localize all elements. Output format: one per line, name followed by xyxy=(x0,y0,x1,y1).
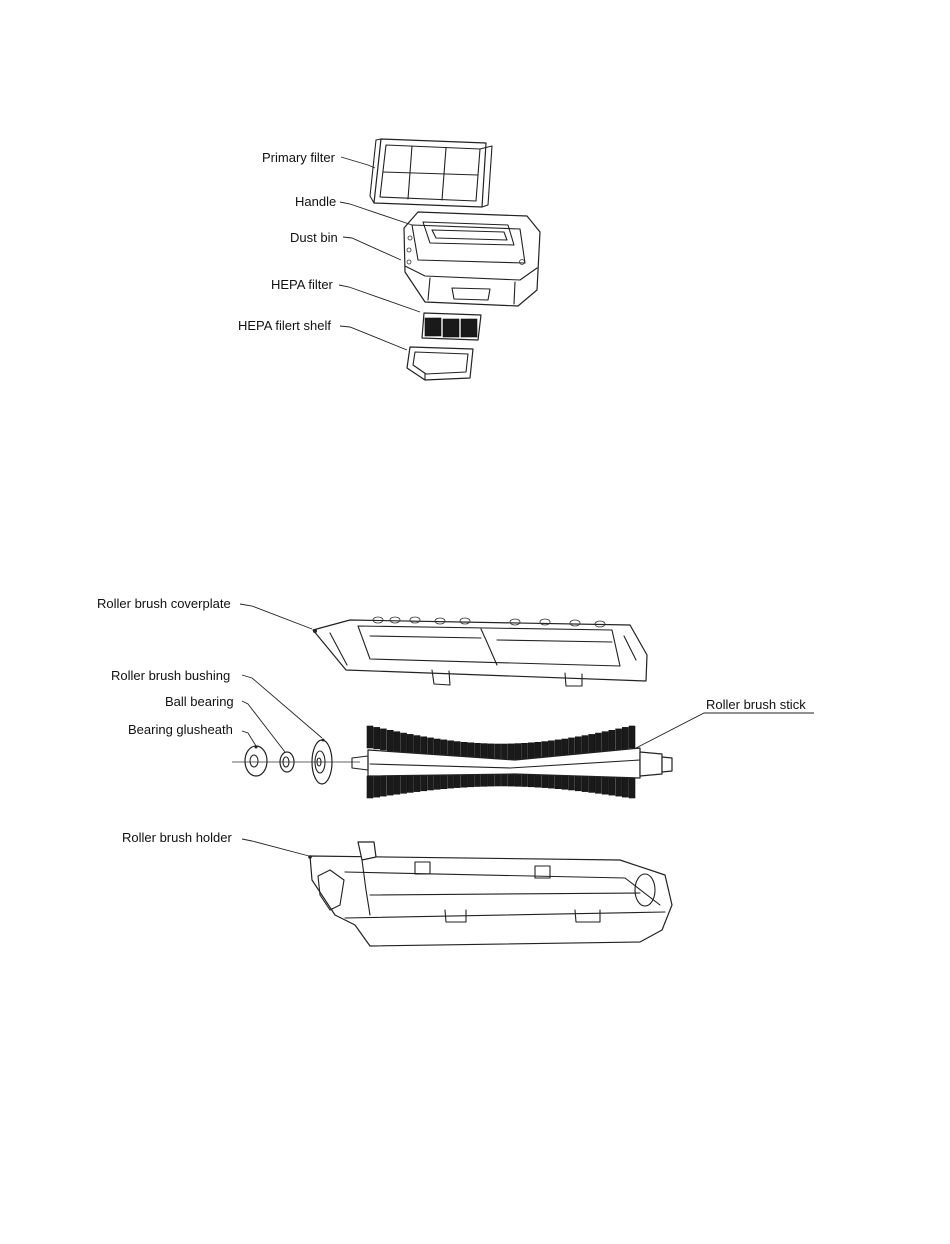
bristle-upper xyxy=(394,732,400,752)
leader-hepa-filter xyxy=(339,285,420,312)
bristle-lower xyxy=(629,776,635,798)
bristle-upper xyxy=(374,727,380,749)
bristle-upper xyxy=(609,730,615,751)
bristle-upper xyxy=(522,743,528,759)
label-roller-brush-coverplate: Roller brush coverplate xyxy=(97,596,231,611)
bristle-upper xyxy=(407,734,413,753)
roller-brush-stick-part xyxy=(352,726,672,798)
bristle-upper xyxy=(428,738,434,756)
bristle-upper xyxy=(367,726,373,748)
label-bearing-glusheath: Bearing glusheath xyxy=(128,722,233,737)
bristle-upper xyxy=(629,726,635,748)
leader-stick xyxy=(636,713,814,748)
bristle-upper xyxy=(542,742,548,759)
leader-ball-bearing xyxy=(242,701,285,752)
leader-hepa-filter-shelf xyxy=(340,326,407,350)
bristle-upper xyxy=(401,733,407,753)
bristle-upper xyxy=(380,729,386,750)
primary-filter-part xyxy=(370,139,492,207)
bristle-upper xyxy=(535,742,541,759)
bristle-upper xyxy=(414,736,420,755)
label-hepa-filter: HEPA filter xyxy=(271,277,334,292)
bristle-upper xyxy=(495,744,501,760)
bristle-upper xyxy=(528,743,534,759)
label-primary-filter: Primary filter xyxy=(262,150,336,165)
bristle-upper xyxy=(501,744,507,760)
bristle-upper xyxy=(548,741,554,758)
bearing-glusheath-part xyxy=(245,746,267,777)
bristle-upper xyxy=(562,739,568,757)
bristle-upper xyxy=(508,744,514,760)
hepa-filter-part xyxy=(422,313,481,340)
label-roller-brush-holder: Roller brush holder xyxy=(122,830,233,845)
bristle-lower xyxy=(367,776,373,798)
hepa-filter-shelf-part xyxy=(407,347,473,380)
bristle-upper xyxy=(555,740,561,757)
label-handle: Handle xyxy=(295,194,336,209)
leader-handle xyxy=(340,202,412,225)
leader-coverplate xyxy=(240,604,312,629)
roller-brush-bushing-part xyxy=(312,739,332,785)
leader-dust-bin xyxy=(343,237,401,260)
label-roller-brush-stick: Roller brush stick xyxy=(706,697,806,712)
leader-bearing-glusheath xyxy=(242,731,256,746)
bristle-lower xyxy=(387,774,393,795)
bristle-lower xyxy=(622,775,628,797)
dust-bin-part xyxy=(404,212,540,306)
label-roller-brush-bushing: Roller brush bushing xyxy=(111,668,230,683)
bristle-lower xyxy=(380,775,386,796)
bristle-upper xyxy=(582,736,588,755)
bristle-upper xyxy=(602,732,608,752)
roller-brush-coverplate-part xyxy=(313,617,647,686)
bristle-lower xyxy=(394,774,400,795)
leader-holder xyxy=(242,839,309,856)
bristle-upper xyxy=(589,734,595,753)
bristle-lower xyxy=(374,775,380,797)
label-hepa-filter-shelf: HEPA filert shelf xyxy=(238,318,331,333)
bristle-upper xyxy=(387,730,393,751)
roller-brush-holder-part xyxy=(308,842,672,946)
bristle-upper xyxy=(569,738,575,756)
bristle-upper xyxy=(488,744,494,760)
roller-brush-assembly: Roller brush coverplate Roller brush bus… xyxy=(97,596,814,946)
dust-bin-assembly: Primary filter Handle Dust bin HEPA filt… xyxy=(238,139,540,380)
label-dust-bin: Dust bin xyxy=(290,230,338,245)
leader-primary-filter xyxy=(341,157,375,168)
bristle-upper xyxy=(515,744,521,760)
bristle-upper xyxy=(595,733,601,753)
bristle-upper xyxy=(575,737,581,755)
bristle-upper xyxy=(622,727,628,749)
bristle-upper xyxy=(421,737,427,755)
label-ball-bearing: Ball bearing xyxy=(165,694,234,709)
bristle-upper xyxy=(616,729,622,750)
leader-bushing xyxy=(242,675,322,738)
